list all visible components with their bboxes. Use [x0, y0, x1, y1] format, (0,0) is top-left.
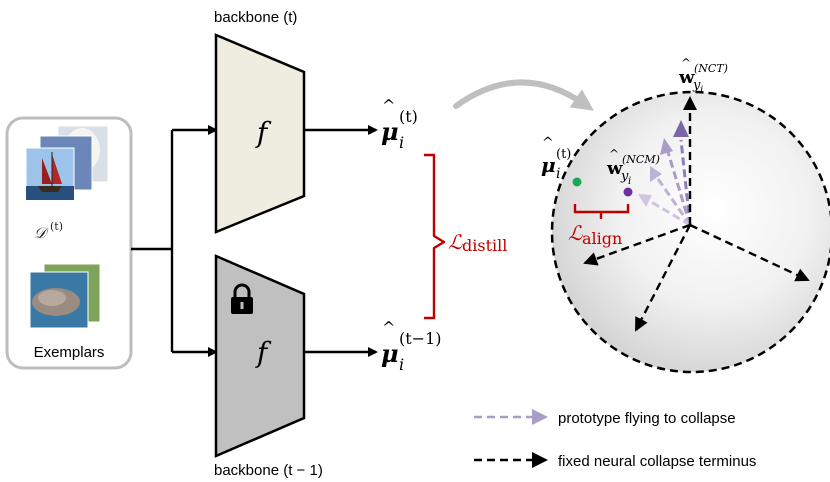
legend: prototype flying to collapse fixed neura… [474, 409, 756, 470]
loss-align-base: ℒ [568, 221, 583, 245]
legend-terminus-text: fixed neural collapse terminus [558, 453, 756, 470]
loss-distill-base: ℒ [448, 230, 463, 254]
sphere-mu-sup: (t) [556, 147, 571, 162]
mu-point [572, 177, 582, 187]
w-ncm-base: w [606, 158, 623, 179]
sphere-mu-hat: ^ [542, 135, 554, 151]
feature-top-hat: ^ [382, 96, 395, 115]
w-nct-sub: y [692, 78, 701, 93]
terminus-arrows [583, 96, 810, 332]
branch-connectors [131, 130, 174, 352]
w-nct-base: w [678, 67, 695, 88]
feature-top: μ ^ i (t) [381, 96, 418, 152]
hypersphere [550, 90, 830, 374]
dataset-sup: (t) [50, 220, 63, 233]
legend-flying-arrowhead [532, 409, 548, 425]
top-backbone [214, 33, 306, 234]
w-ncm-subsub: i [628, 176, 631, 187]
bottom-backbone-label: backbone (t − 1) [214, 462, 323, 479]
w-nct-sup: (NCT) [694, 62, 728, 75]
distill-brace [424, 153, 446, 320]
legend-flying-text: prototype flying to collapse [558, 410, 736, 427]
loss-distill: ℒ distill [448, 230, 507, 255]
feature-top-sub: i [399, 133, 404, 152]
w-nct-hat: ^ [681, 56, 691, 70]
feature-bottom-sup: (t−1) [399, 329, 442, 348]
loss-distill-sub: distill [462, 236, 507, 255]
sphere-mu-sub: i [556, 166, 560, 182]
dataset-images [25, 125, 109, 201]
curved-transfer-arrow [453, 79, 594, 111]
top-backbone-label: backbone (t) [214, 9, 297, 26]
w-nct-subsub: i [700, 85, 703, 96]
feature-top-base: μ [381, 117, 399, 146]
flying-prototypes [638, 120, 692, 227]
align-bracket [573, 204, 630, 219]
w-ncm-sup: (NCM) [622, 153, 660, 166]
loss-align: ℒ align [568, 221, 622, 248]
feature-bottom: μ ^ i (t−1) [381, 318, 442, 374]
sphere-mu-base: μ [541, 153, 556, 177]
feature-bottom-base: μ [381, 339, 399, 368]
feature-bottom-sub: i [399, 355, 404, 374]
w-nct-label: w ^ y i (NCT) [678, 56, 728, 96]
w-ncm-label: w ^ y i (NCM) [606, 147, 660, 187]
legend-terminus-arrowhead [532, 452, 548, 468]
feature-top-sup: (t) [399, 107, 418, 126]
dataset-label: 𝒟 [34, 224, 49, 242]
exemplar-images [29, 263, 101, 329]
loss-align-sub: align [582, 229, 622, 248]
w-ncm-sub: y [620, 169, 629, 184]
feature-bottom-hat: ^ [382, 318, 395, 337]
exemplars-label: Exemplars [34, 344, 105, 361]
lock-icon [231, 283, 253, 314]
ncm-point [623, 187, 633, 197]
sphere-mu-label: μ ^ i (t) [541, 135, 571, 182]
w-ncm-hat: ^ [609, 147, 619, 161]
